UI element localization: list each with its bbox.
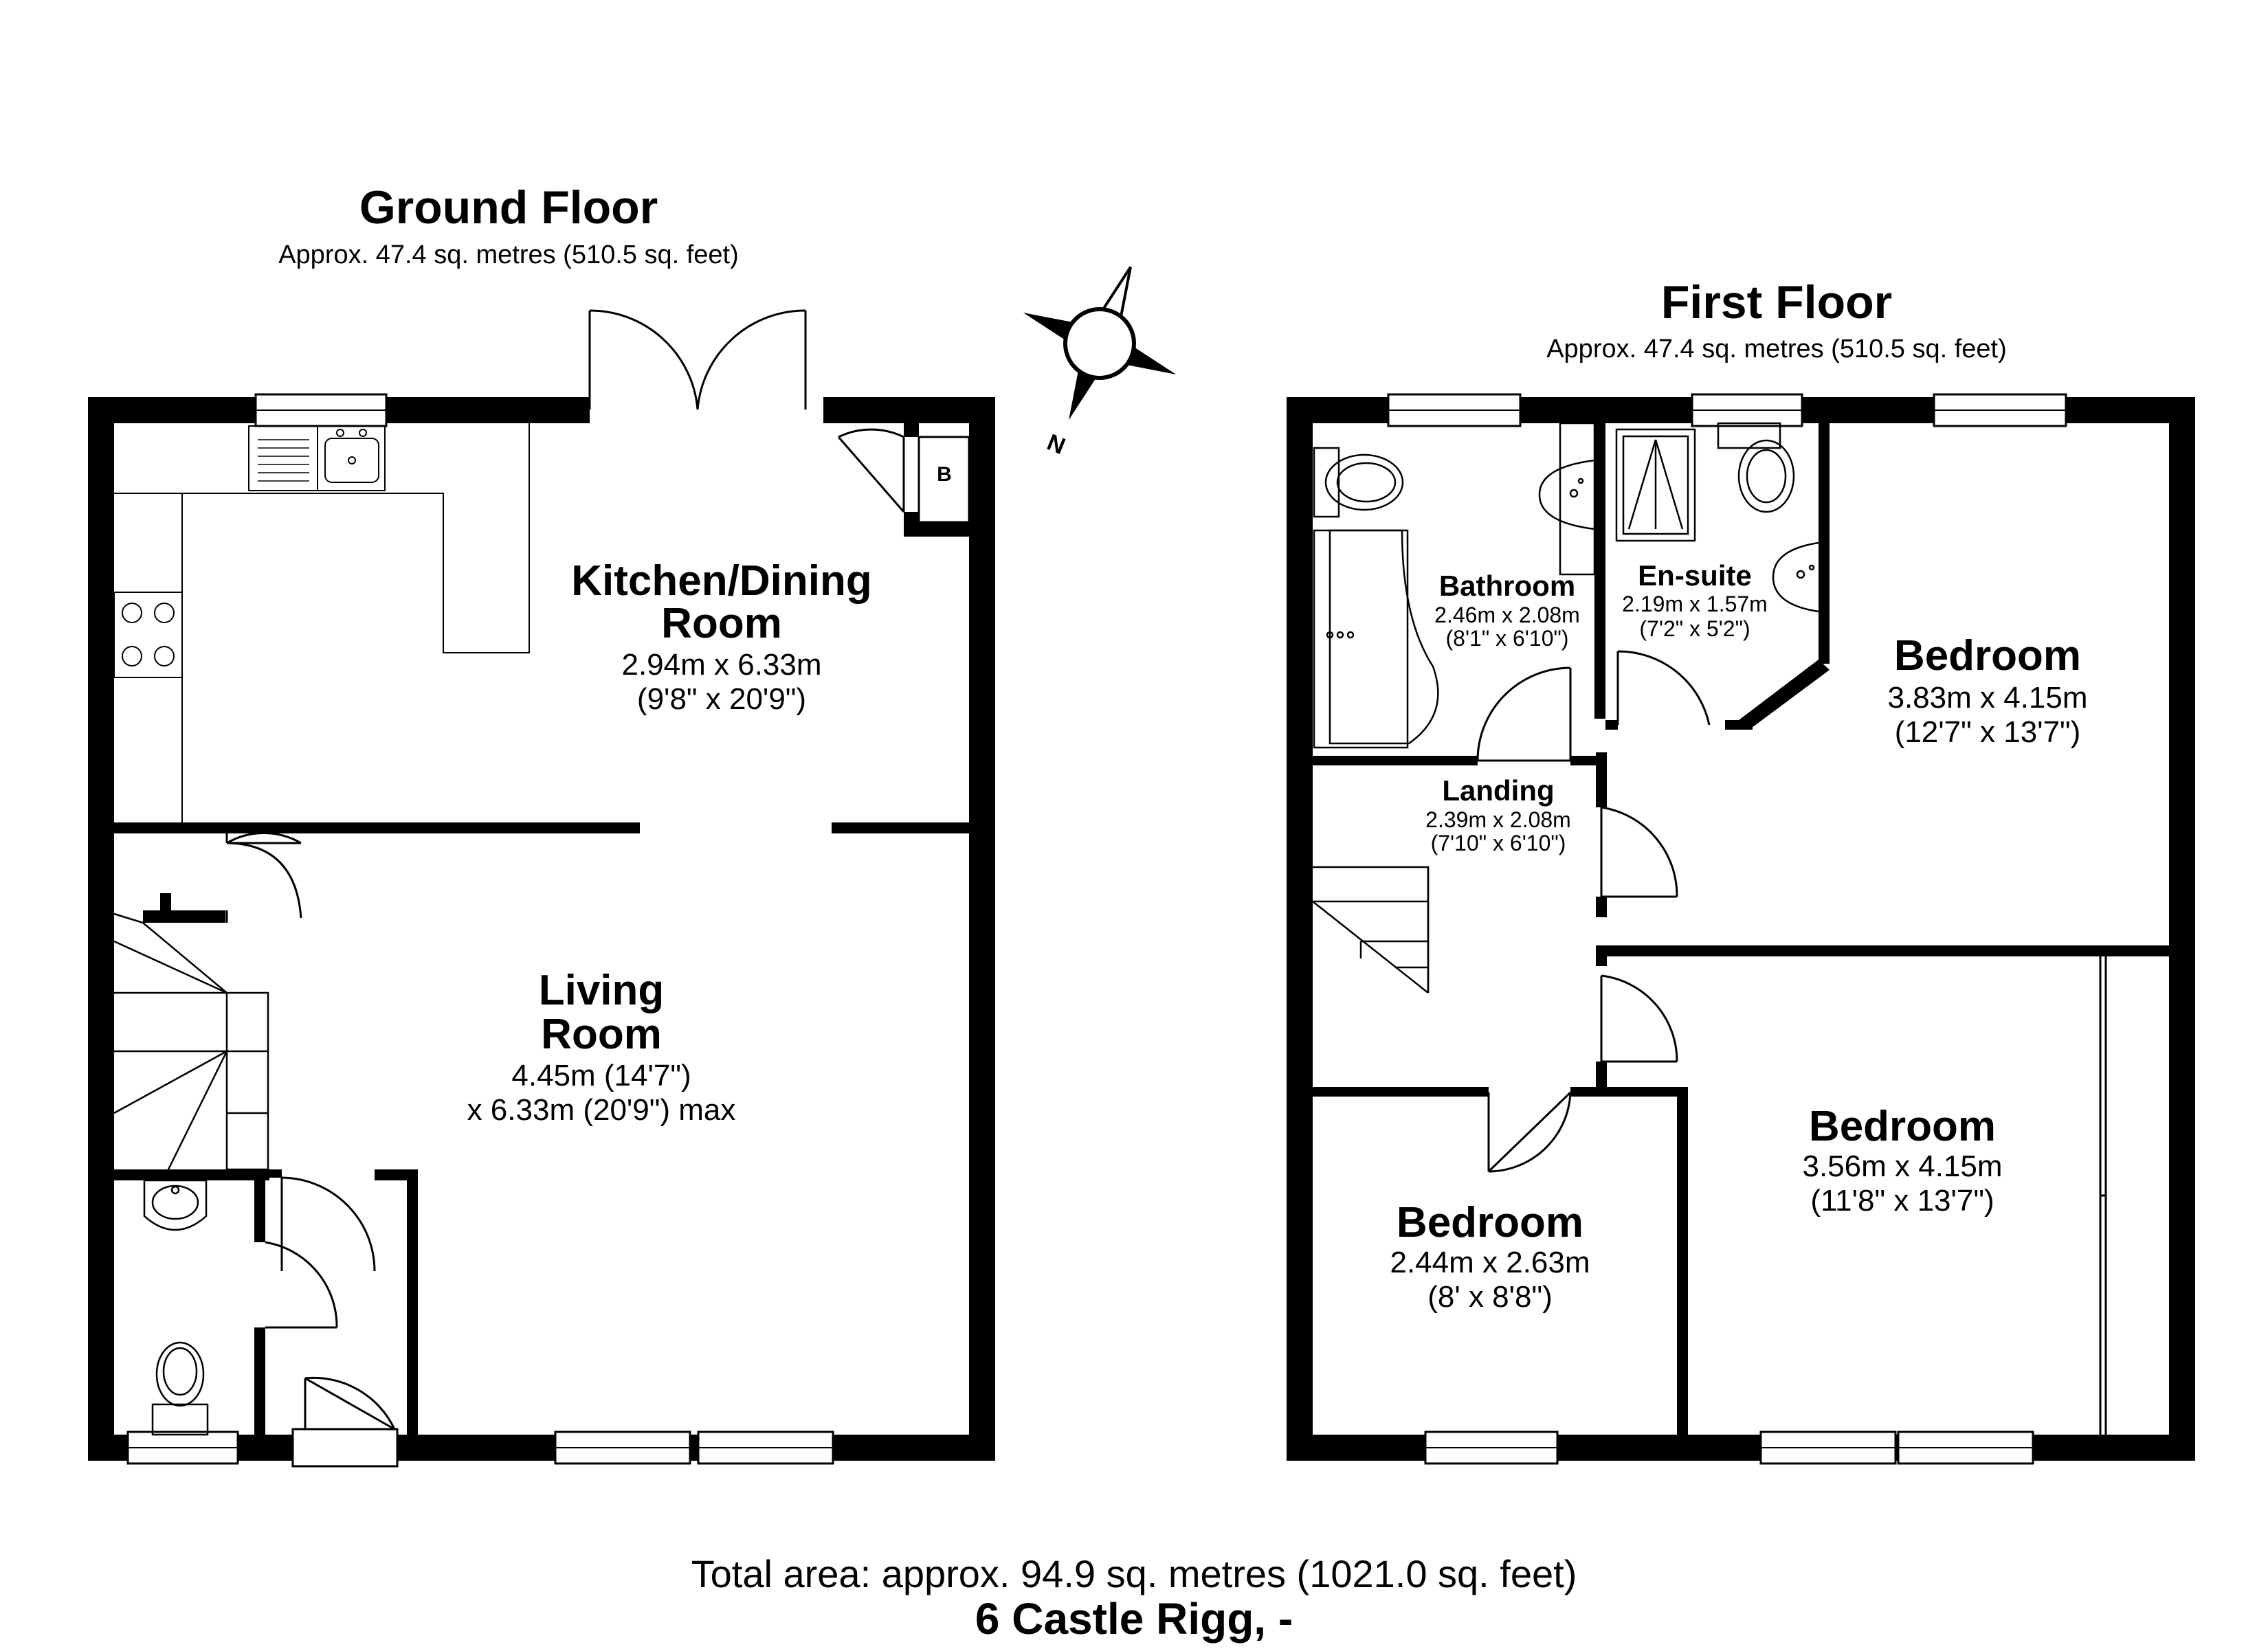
landing-dims-m: 2.39m x 2.08m [1425, 807, 1571, 832]
living-room-label: Living Room 4.45m (14'7") x 6.33m (20'9"… [467, 967, 736, 1127]
ground-floor-walls [88, 397, 995, 1461]
ground-floor-stairs [113, 912, 269, 1171]
bedroom-1-dims-ft: (12'7" x 13'7") [1895, 715, 2081, 749]
compass [1023, 266, 1177, 420]
ensuite-toilet [1737, 439, 1795, 513]
kitchen-dining-dims-ft: (9'8" x 20'9") [637, 682, 806, 716]
bedroom-2-dims-m: 3.56m x 4.15m [1802, 1149, 2002, 1183]
kitchen-units [113, 423, 530, 822]
ensuite-dims-ft: (7'2" x 5'2") [1639, 616, 1750, 641]
bathroom-label: Bathroom 2.46m x 2.08m (8'1" x 6'10") [1434, 570, 1580, 651]
bedroom-3-label: Bedroom 2.44m x 2.63m (8' x 8'8") [1390, 1199, 1590, 1314]
living-room-dims-m: 4.45m (14'7") [511, 1059, 691, 1092]
kitchen-dining-name-2: Room [661, 600, 782, 647]
wc [155, 1341, 205, 1407]
bedroom-2-dims-ft: (11'8" x 13'7") [1810, 1184, 1994, 1218]
landing-dims-ft: (7'10" x 6'10") [1431, 831, 1566, 855]
first-floor-title: First Floor [1661, 276, 1892, 328]
bedroom-1-name: Bedroom [1894, 632, 2081, 680]
compass-north-label: N [1043, 429, 1069, 460]
ground-floor-area: Approx. 47.4 sq. metres (510.5 sq. feet) [278, 240, 739, 269]
kitchen-dining-label: Kitchen/Dining Room 2.94m x 6.33m (9'8" … [571, 557, 871, 716]
shower [1615, 428, 1696, 542]
bedroom-1-label: Bedroom 3.83m x 4.15m (12'7" x 13'7") [1887, 632, 2087, 749]
kitchen-dining-dims-m: 2.94m x 6.33m [621, 648, 821, 682]
first-floor-area: Approx. 47.4 sq. metres (510.5 sq. feet) [1546, 335, 2007, 363]
bathroom-dims-m: 2.46m x 2.08m [1434, 603, 1580, 627]
bedroom-3-name: Bedroom [1397, 1199, 1583, 1246]
cloakroom-fixtures [143, 1179, 209, 1436]
first-floor-walls [1287, 397, 2195, 1461]
first-floor: First Floor Approx. 47.4 sq. metres (510… [1287, 276, 2195, 1465]
french-doors [588, 309, 807, 410]
landing-name: Landing [1442, 774, 1554, 807]
landing-label: Landing 2.39m x 2.08m (7'10" x 6'10") [1425, 774, 1571, 855]
bath [1328, 529, 1439, 745]
bedroom-2-name: Bedroom [1809, 1103, 1996, 1150]
living-room-name-2: Room [541, 1011, 662, 1058]
ensuite-label: En-suite 2.19m x 1.57m (7'2" x 5'2") [1622, 559, 1768, 641]
ground-floor-title: Ground Floor [359, 181, 658, 234]
boiler-label: B [937, 463, 952, 486]
ground-floor: Ground Floor Approx. 47.4 sq. metres (51… [88, 181, 995, 1468]
toilet [1324, 453, 1404, 511]
toilet-cistern [1313, 447, 1340, 518]
living-room-name-1: Living [539, 967, 665, 1014]
ensuite-name: En-suite [1638, 559, 1752, 592]
bedroom-3-dims-ft: (8' x 8'8") [1427, 1280, 1553, 1314]
ensuite-dims-m: 2.19m x 1.57m [1622, 592, 1768, 616]
boiler-cupboard [837, 428, 970, 524]
kitchen-dining-name-1: Kitchen/Dining [571, 557, 871, 605]
bathroom-name: Bathroom [1439, 570, 1575, 602]
living-room-dims-ft: x 6.33m (20'9") max [467, 1093, 736, 1127]
hall-doors [265, 1176, 396, 1431]
bathroom-basin-unit [1559, 422, 1596, 576]
total-area: Total area: approx. 94.9 sq. metres (102… [691, 1552, 1577, 1595]
bedroom-2-label: Bedroom 3.56m x 4.15m (11'8" x 13'7") [1802, 1103, 2002, 1218]
hob [113, 592, 183, 678]
ensuite-fixtures [1615, 422, 1819, 613]
bathroom-fixtures [1313, 422, 1596, 749]
bedroom-1-dims-m: 3.83m x 4.15m [1887, 681, 2087, 715]
cupboard-door [225, 832, 302, 923]
property-address: 6 Castle Rigg, - [975, 1594, 1293, 1644]
ground-floor-windows [126, 393, 834, 1468]
bathroom-dims-ft: (8'1" x 6'10") [1445, 626, 1568, 651]
front-door [291, 1428, 399, 1468]
first-floor-doors [1476, 650, 2107, 1435]
bedroom-3-dims-m: 2.44m x 2.63m [1390, 1246, 1590, 1279]
first-floor-stairs [1312, 866, 1430, 994]
